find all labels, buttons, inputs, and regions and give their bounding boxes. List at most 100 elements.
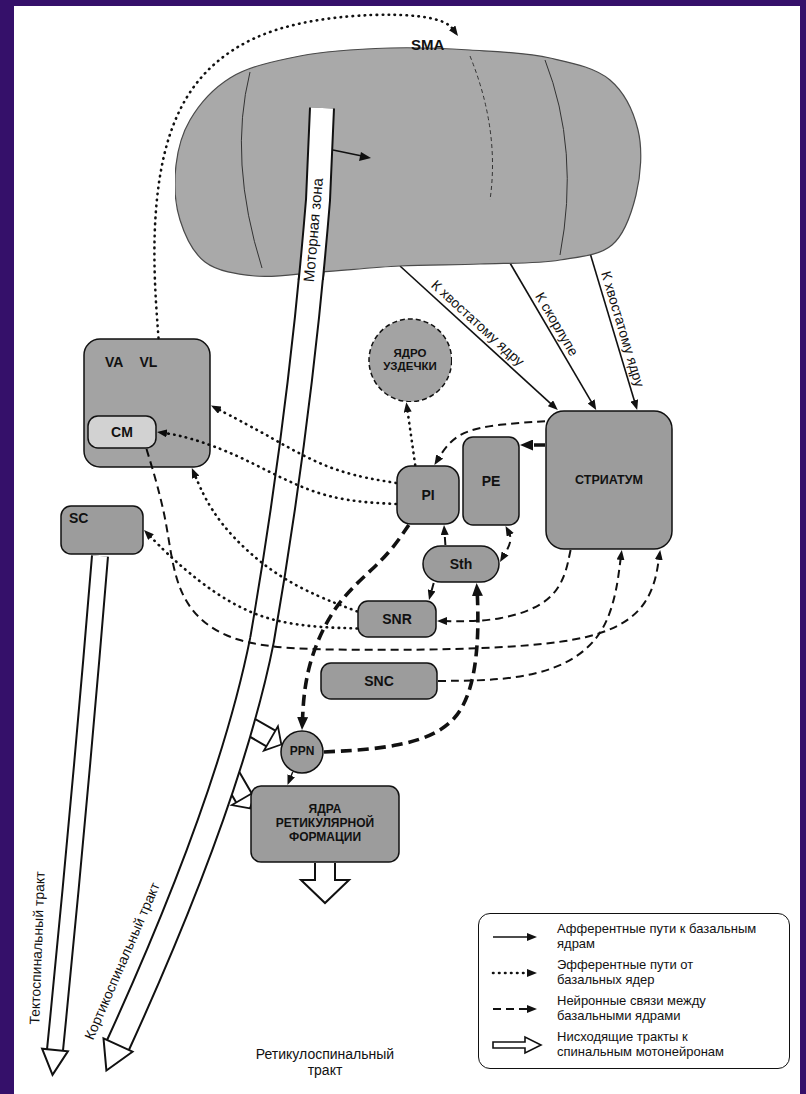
motor-tract-outline (175, 108, 322, 280)
connector (525, 445, 545, 446)
legend-item: Эфферентные пути от базальных ядер (489, 958, 779, 988)
connector (510, 263, 594, 407)
node-label: SNC (364, 673, 394, 689)
label-holder: Тектоспинальный тракт (26, 871, 47, 1025)
cortex-surface (175, 48, 641, 277)
nucleus-box (423, 546, 499, 582)
tract-arrowhead (104, 1038, 133, 1070)
legend-sample (489, 998, 547, 1020)
connector-line (407, 406, 415, 465)
label-holder: Ретикулоспинальный тракт (240, 1046, 410, 1078)
legend-line (493, 936, 533, 938)
nucleus-box: SNC (320, 662, 438, 700)
cortex-outline-shape (175, 36, 642, 280)
node-label: CM (111, 424, 133, 440)
motor-tract-fill (175, 108, 322, 280)
reticulospinal-tract-arrow (301, 863, 349, 903)
nucleus-box: SNR (357, 600, 437, 638)
node-label: ЯДРА РЕТИКУЛЯРНОЙ ФОРМАЦИИ (267, 803, 383, 844)
connector-line (444, 529, 445, 545)
legend-item: Афферентные пути к базальным ядрам (489, 922, 779, 952)
nucleus-box: PE (462, 436, 520, 526)
node-label: VA (105, 354, 123, 370)
tract-label: Кортикоспинальный тракт (81, 880, 163, 1042)
cortex-drawing (175, 48, 641, 280)
label-holder: Кортикоспинальный тракт (81, 880, 163, 1042)
node-label: PI (421, 487, 434, 503)
legend-line (493, 972, 533, 975)
connector (407, 406, 415, 465)
node-label: VL (139, 354, 157, 370)
connector-line (193, 472, 357, 612)
connector (289, 772, 293, 781)
tract-arrowhead (42, 1049, 68, 1075)
node-label: PPN (290, 745, 315, 759)
sulcus-line (241, 72, 262, 268)
striatum-box: СТРИАТУМ (545, 410, 673, 550)
nucleus-box: PI (396, 465, 460, 525)
legend-text: Эфферентные пути от базальных ядер (557, 958, 757, 988)
connector (430, 583, 434, 596)
tectospinal-tract-fill (55, 556, 100, 1050)
node-label: SMA (411, 36, 444, 53)
connector (215, 407, 396, 483)
tectospinal-tract-outline (55, 556, 100, 1050)
connector-line (215, 407, 396, 483)
legend-line (493, 1008, 533, 1010)
nucleus-box (88, 416, 156, 448)
legend-box: Афферентные пути к базальным ядрамЭффере… (478, 913, 790, 1069)
legend-sample (489, 962, 547, 984)
tract-label: Тектоспинальный тракт (26, 871, 47, 1025)
edge-label-holder: К скорлупе (533, 289, 583, 358)
legend-item: Нисходящие тракты к спинальным мотонейро… (489, 1030, 779, 1060)
nucleus-box (397, 466, 459, 524)
legend-sample (489, 926, 547, 948)
hollow-arrowhead (264, 726, 281, 750)
node-label: Sth (450, 556, 473, 572)
node-label: SC (69, 510, 88, 526)
legend-text: Афферентные пути к базальным ядрам (557, 922, 757, 952)
nucleus-box (463, 437, 519, 525)
legend-hollow-arrow (493, 1037, 541, 1053)
thalamus-box (84, 339, 210, 467)
connector-line (510, 263, 594, 407)
connector (444, 529, 445, 545)
legend-text: Нейронные связи между базальными ядрами (557, 994, 757, 1024)
edge-label-holder: К хвостатому ядру (598, 269, 648, 388)
cortex-outline: SMA (175, 36, 642, 280)
edge-label: К скорлупе (533, 289, 583, 358)
legend-sample (489, 1034, 547, 1056)
nucleus-box: ЯДРА РЕТИКУЛЯРНОЙ ФОРМАЦИИ (250, 785, 400, 863)
nucleus-circle: PPN (280, 730, 324, 774)
nucleus-box: Sth (422, 545, 500, 583)
habenula-circle: ЯДРО УЗДЕЧКИ (368, 318, 453, 403)
thalamus-box: VA VL CM (83, 338, 211, 468)
connector (441, 550, 571, 621)
connector-line (502, 530, 510, 559)
node-label: PE (482, 473, 501, 489)
node-label: ЯДРО УЗДЕЧКИ (374, 347, 446, 373)
connector-line (430, 583, 434, 596)
connector (502, 530, 510, 559)
nucleus-box: CM (87, 415, 157, 449)
nucleus-box: SC (60, 505, 144, 555)
cortex-arrow (333, 150, 362, 156)
legend-item: Нейронные связи между базальными ядрами (489, 994, 779, 1024)
striatum-box (546, 411, 672, 549)
sulcus-line (545, 60, 567, 255)
nucleus-box (358, 601, 436, 637)
tract-label: Ретикулоспинальный тракт (240, 1046, 410, 1078)
legend-text: Нисходящие тракты к спинальным мотонейро… (557, 1030, 757, 1060)
habenula-circle (369, 319, 452, 402)
connector (193, 472, 357, 612)
nucleus-circle (281, 731, 323, 773)
sulcus-line (470, 56, 493, 200)
nucleus-box (61, 506, 143, 554)
node-label: SNR (382, 611, 412, 627)
connector-line (525, 443, 545, 447)
connectors (147, 15, 660, 782)
nucleus-box (321, 663, 437, 699)
nucleus-box (251, 786, 399, 862)
cortex-arrowhead (359, 152, 371, 161)
